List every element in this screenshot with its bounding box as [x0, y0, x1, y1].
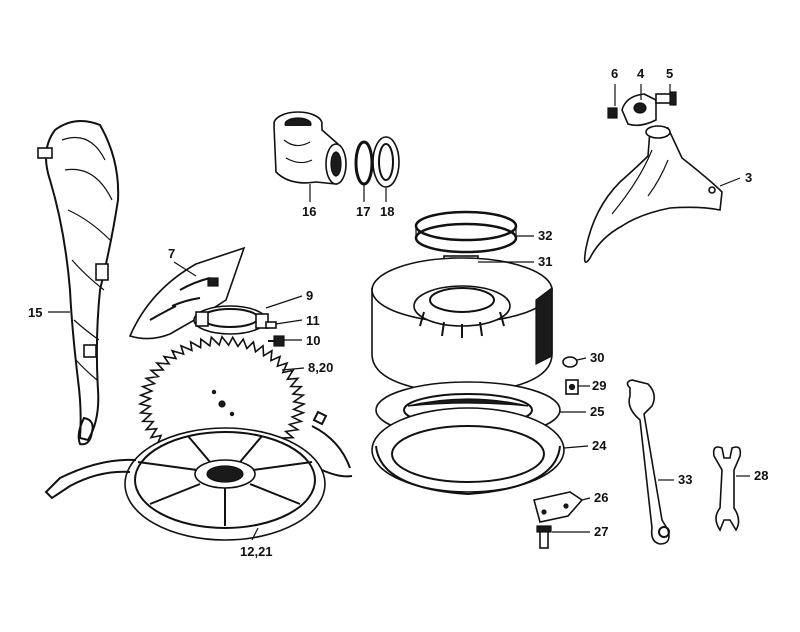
- base-plate-part-12-21: [44, 410, 353, 541]
- spanner-part-32: [712, 446, 742, 532]
- callout-labels: 6 4 5 3 7 9 11 10 8,20 15 12,21 16 17 18…: [28, 66, 768, 559]
- bracket-part-7: [128, 246, 246, 340]
- bolt-part-27: [536, 525, 552, 549]
- label-part-6: 6: [611, 66, 618, 81]
- screw-part-10: [268, 335, 285, 347]
- wrench-part-33: [626, 379, 670, 545]
- label-part-30: 31: [538, 254, 552, 269]
- elbow-fitting-part-16: [273, 111, 347, 185]
- spacer-part-11: [265, 321, 277, 329]
- housing-drum-part-30: [371, 257, 553, 395]
- strap-part-15: [37, 120, 120, 446]
- label-part-12-21: 12,21: [240, 544, 273, 559]
- spacer-part-28: [565, 379, 579, 395]
- label-part-31: 32: [538, 228, 552, 243]
- label-part-4: 4: [637, 66, 645, 81]
- washer-part-18: [372, 136, 400, 188]
- label-part-25: 25: [590, 404, 604, 419]
- label-part-28: 29: [592, 378, 606, 393]
- label-part-8-20: 8,20: [308, 360, 333, 375]
- o-ring-part-17: [354, 140, 374, 186]
- label-part-5: 5: [666, 66, 673, 81]
- label-part-18: 18: [380, 204, 394, 219]
- label-part-16: 16: [302, 204, 316, 219]
- label-part-3: 3: [745, 170, 752, 185]
- bracket-plate-part-26: [533, 491, 584, 523]
- label-part-7: 7: [168, 246, 175, 261]
- label-part-27: 27: [594, 524, 608, 539]
- nut-part-6: [607, 107, 618, 119]
- label-part-11: 11: [306, 313, 320, 328]
- clamp-part-4: [621, 93, 657, 127]
- label-part-17: 17: [356, 204, 370, 219]
- label-part-9: 9: [306, 288, 313, 303]
- guard-part-3: [583, 125, 723, 264]
- label-part-32: 28: [754, 468, 768, 483]
- label-part-26: 26: [594, 490, 608, 505]
- label-part-10: 10: [306, 333, 320, 348]
- label-part-33: 33: [678, 472, 692, 487]
- label-part-15: 15: [28, 305, 42, 320]
- label-part-29: 30: [590, 350, 604, 365]
- clamp-ring-part-9: [193, 305, 269, 335]
- mounting-ring-part-24: [371, 407, 565, 496]
- leader-lines: [48, 84, 750, 541]
- label-part-24: 24: [592, 438, 607, 453]
- bolt-part-5: [655, 91, 677, 106]
- nut-part-29: [562, 356, 578, 368]
